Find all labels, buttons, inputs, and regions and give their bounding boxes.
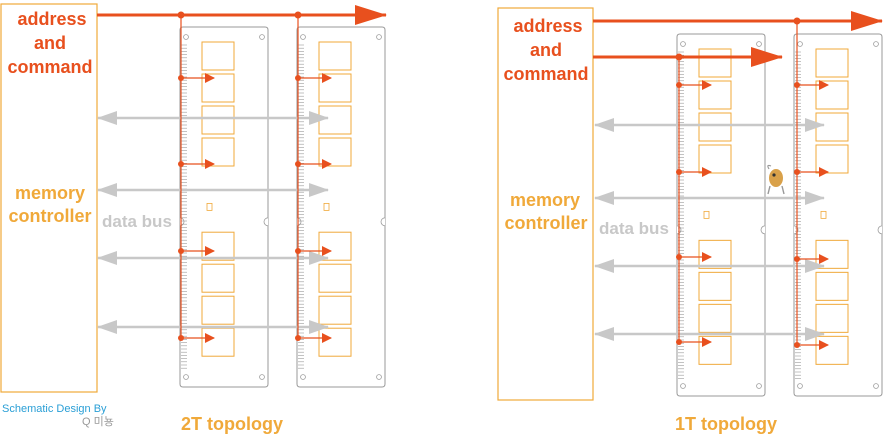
right-diagram: address and command memory controller da… [497,7,883,434]
memory-chip [698,144,732,174]
controller-label-line1: memory [510,190,580,210]
dimm-module [296,26,386,388]
memory-chip [318,231,352,261]
address-command-bus [97,5,387,343]
mount-hole [756,41,762,47]
mount-hole [680,383,686,389]
controller-label-line2: controller [8,206,91,226]
memory-chip [318,263,352,293]
key-notch [263,217,269,227]
junction-dot [178,248,184,254]
mount-hole [300,34,306,40]
memory-chip [815,112,849,142]
memory-chip [201,105,235,135]
topology-label: 2T topology [181,414,283,434]
register-chip [820,210,827,219]
memory-chip [201,41,235,71]
junction-dot [295,75,301,81]
memory-chip [201,137,235,167]
controller-label-line1: memory [15,183,85,203]
memory-chip [815,271,849,301]
memory-chip [815,48,849,78]
junction-dot [178,75,184,81]
mount-hole [300,374,306,380]
junction-dot [676,339,682,345]
junction-dot [676,254,682,260]
memory-chip [698,48,732,78]
memory-chip [318,295,352,325]
junction-dot [676,82,682,88]
mount-hole [797,383,803,389]
memory-chip [201,263,235,293]
memory-chip [698,112,732,142]
memory-chip [815,335,849,365]
topology-label: 1T topology [675,414,777,434]
mount-hole [873,383,879,389]
junction-dot [794,256,800,262]
memory-chip [318,41,352,71]
memory-chip [698,239,732,269]
memory-controller-box [0,3,98,393]
address-label-line1: address [513,16,582,36]
junction-dot [794,169,800,175]
memory-chip [698,335,732,365]
mount-hole [259,374,265,380]
register-chip [206,202,213,211]
data-bus-label: data bus [102,212,172,231]
data-bus-arrows [594,118,825,341]
left-diagram: address and command memory controller da… [0,3,387,434]
memory-chip [815,303,849,333]
mount-hole [183,34,189,40]
memory-chip [318,105,352,135]
credit-line1: Schematic Design By [2,403,107,415]
memory-chip [815,144,849,174]
address-command-bus [593,11,883,350]
dimm-module [179,26,269,388]
data-bus-arrows [97,111,329,334]
address-label-line1: address [17,9,86,29]
address-label-line3: command [503,64,588,84]
register-chip [703,210,710,219]
junction-dot [794,342,800,348]
mount-hole [873,41,879,47]
mount-hole [680,41,686,47]
mount-hole [376,374,382,380]
mount-hole [259,34,265,40]
data-bus-label: data bus [599,219,669,238]
mount-hole [756,383,762,389]
memory-chip [201,231,235,261]
mount-hole [183,374,189,380]
junction-dot [295,161,301,167]
memory-chip [318,137,352,167]
junction-dot [295,335,301,341]
memory-controller-box [497,7,594,401]
key-notch [877,225,883,235]
junction-dot [676,169,682,175]
memory-chip [201,295,235,325]
junction-dot [178,161,184,167]
controller-label-line2: controller [504,213,587,233]
junction-dot [794,82,800,88]
mascot-icon [767,164,785,195]
memory-chip [698,271,732,301]
credit-line2: Q 미뇽 [82,415,114,428]
memory-chip [318,327,352,357]
dimm-module [793,33,883,397]
memory-chip [815,239,849,269]
address-label-line3: command [7,57,92,77]
address-label-line2: and [34,33,66,53]
key-notch [760,225,766,235]
mount-hole [376,34,382,40]
key-notch [380,217,386,227]
memory-chip [698,80,732,110]
junction-dot [178,335,184,341]
memory-chip [201,327,235,357]
address-label-line2: and [530,40,562,60]
register-chip [323,202,330,211]
junction-dot [295,248,301,254]
memory-chip [698,303,732,333]
